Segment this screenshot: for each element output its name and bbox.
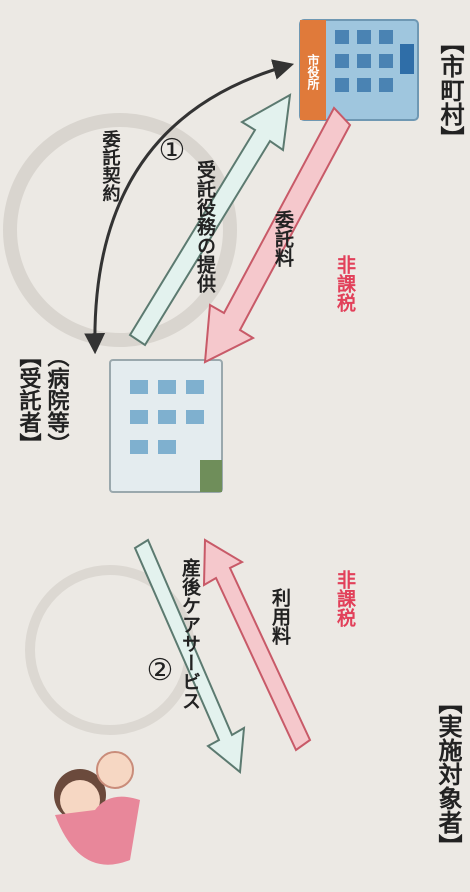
city-hall-icon: [299, 19, 419, 121]
step2-label: 産後ケアサービス: [179, 557, 201, 710]
fee-arrow: [203, 106, 352, 364]
usage-fee-arrow: [202, 538, 312, 752]
recipient-label: 【実施対象者】: [434, 690, 462, 858]
contract-label: 委託契約: [100, 130, 122, 202]
fee-label: 委託料: [272, 210, 295, 268]
usage-tax-label: 非課税: [334, 570, 356, 628]
city-hall-sign: 市役所: [306, 53, 320, 91]
mother-and-baby-icon: [54, 751, 140, 865]
fee-tax-label: 非課税: [334, 255, 356, 313]
service-arrow-1: [128, 93, 292, 347]
usage-fee-label: 利用料: [269, 588, 291, 646]
contract-arrow: [84, 59, 295, 355]
step1-label: 受託役務の提供: [194, 159, 217, 294]
step2-number: ②: [147, 653, 174, 688]
contractor-sublabel: （病院等）: [44, 345, 70, 455]
municipality-label: 【市町村】: [436, 30, 464, 150]
service-arrow-2: [133, 538, 246, 774]
step1-number: ①: [159, 133, 186, 168]
hospital-building-icon: [109, 359, 223, 493]
contractor-label: 【受託者】: [16, 345, 43, 455]
